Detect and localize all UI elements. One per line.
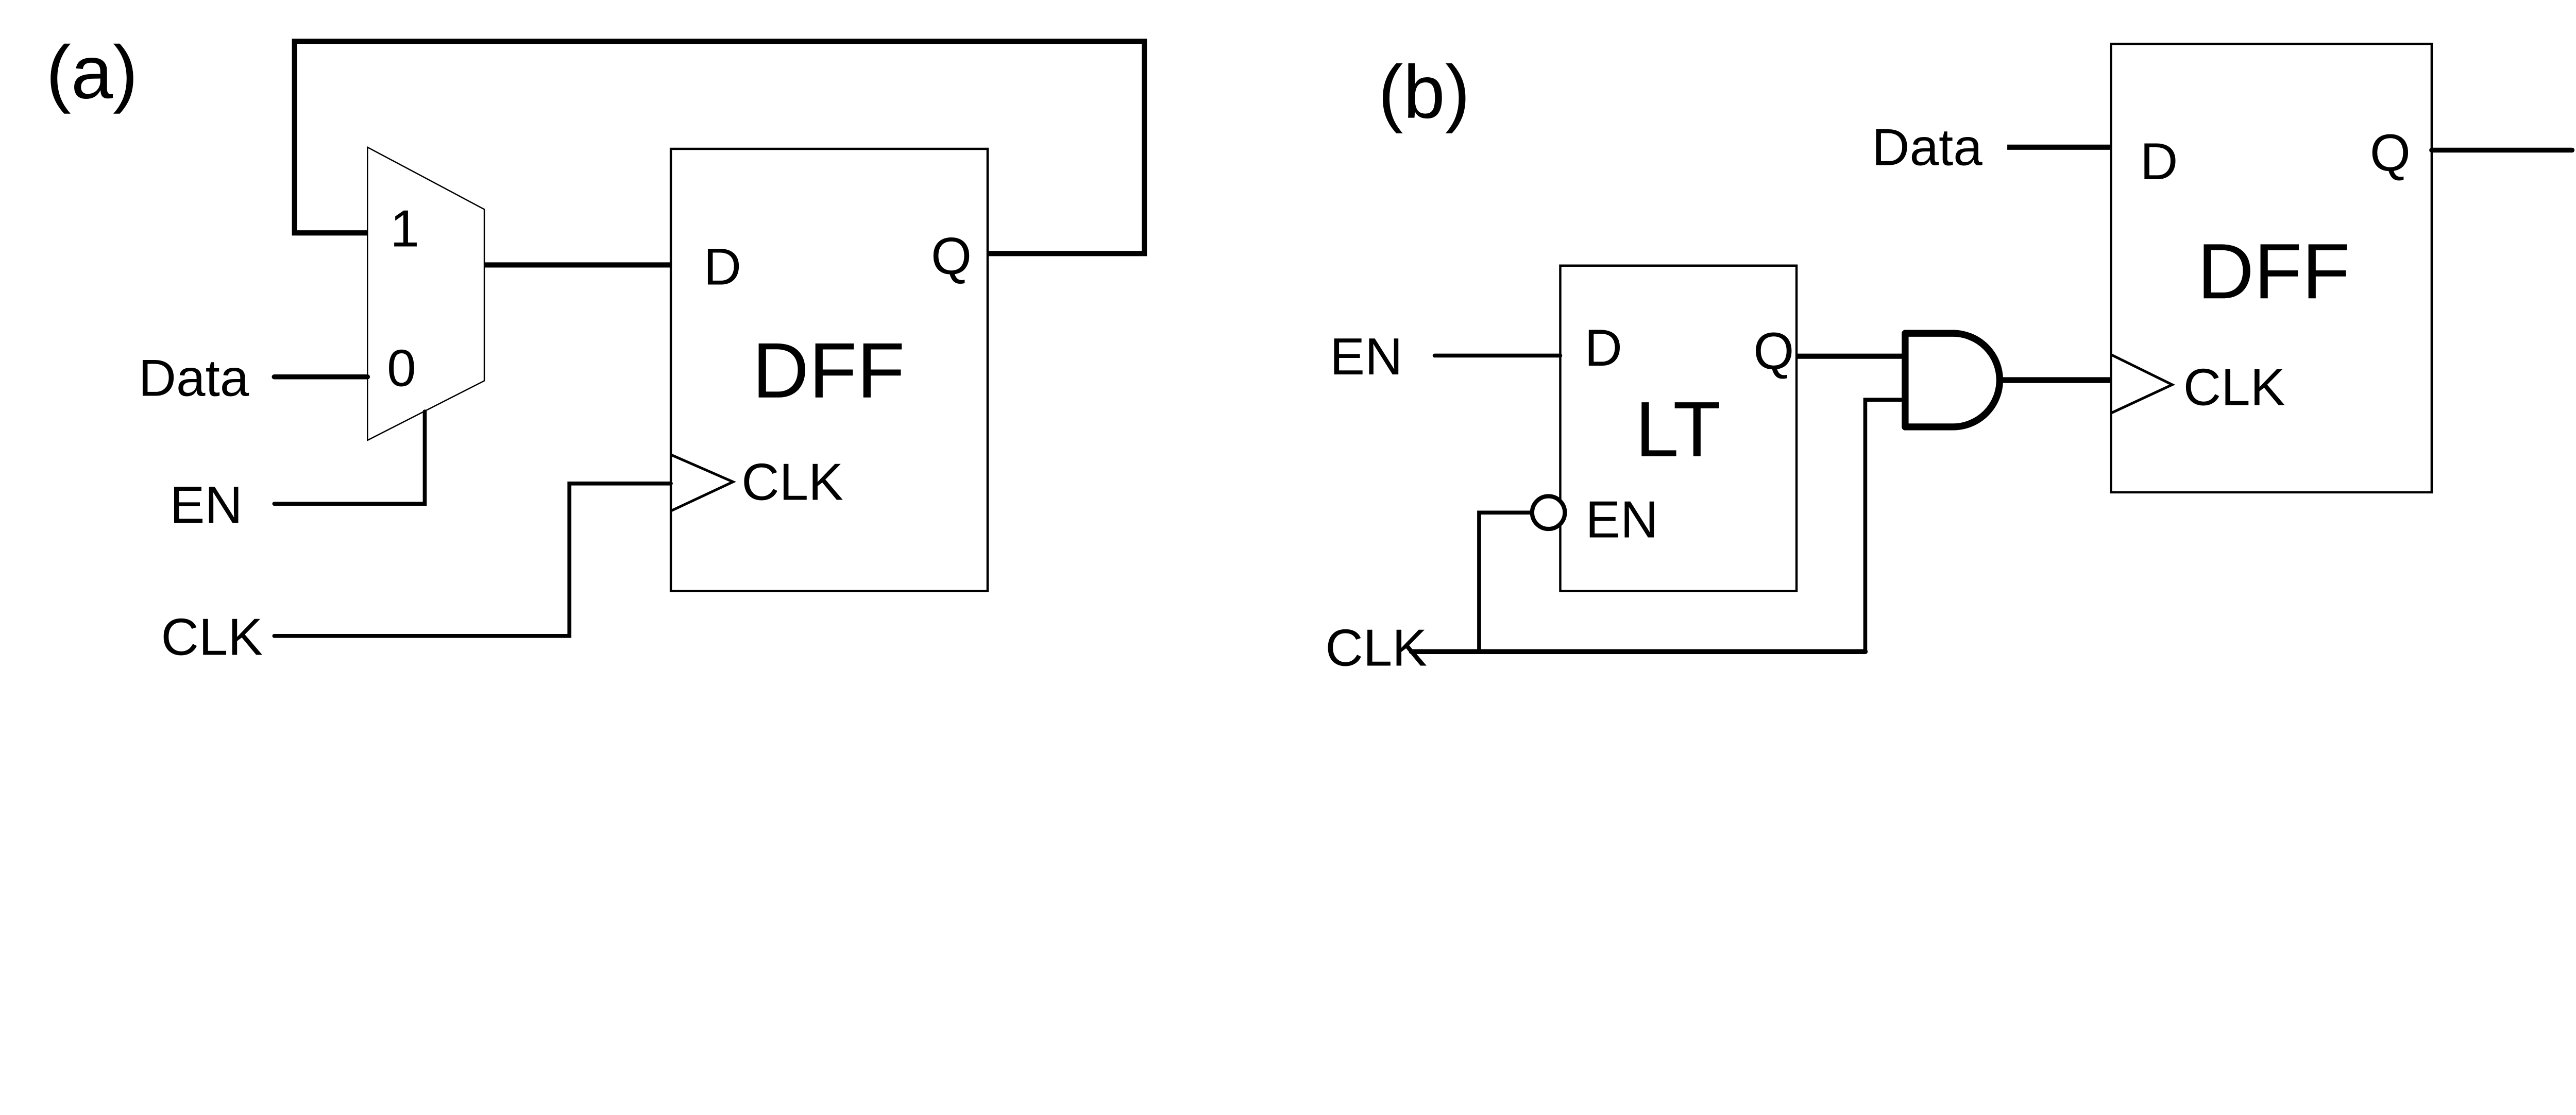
and-lower-input-wire: [1863, 398, 1909, 653]
en-input-label-a: EN: [170, 475, 243, 534]
panel-a-caption: (a): [46, 30, 138, 114]
and-gate: [1902, 330, 2004, 431]
dff-b-name: DFF: [2197, 228, 2350, 315]
panel-a: (a) 1 0 Data EN CLK D Q: [46, 30, 1147, 666]
clock-edge-triangle-icon-b: [2110, 353, 2176, 415]
panel-b-caption: (b): [1378, 50, 1470, 134]
clk-junction-wire: [1477, 510, 1535, 653]
en-input-label-b: EN: [1330, 327, 1402, 386]
data-input-label-b: Data: [1872, 118, 1982, 177]
dff-b-d-port-label: D: [2140, 132, 2178, 191]
inversion-bubble-icon: [1530, 494, 1567, 531]
dff-a-q-port-label: Q: [931, 227, 972, 285]
lt-name: LT: [1635, 386, 1721, 473]
mux: [367, 146, 485, 442]
dff-a-d-port-label: D: [704, 237, 741, 296]
clock-edge-triangle-icon-a: [670, 453, 736, 512]
figure-clock-gating-schematics: (a) 1 0 Data EN CLK D Q: [46, 30, 2575, 677]
lt-d-port-label: D: [1584, 318, 1622, 377]
en-select-wire: [272, 409, 427, 506]
dff-a-name: DFF: [752, 327, 905, 415]
data-input-label-a: Data: [139, 349, 249, 407]
lt-q-port-label: Q: [1753, 321, 1794, 380]
lt-en-port-label: EN: [1585, 490, 1658, 549]
circuit-diagram: (a) 1 0 Data EN CLK D Q: [46, 30, 2575, 677]
dff-b-clk-port-label: CLK: [2183, 357, 2285, 416]
clk-wire-a: [272, 481, 673, 638]
dff-b-box: [2110, 42, 2433, 494]
clk-input-label-a: CLK: [161, 608, 263, 666]
lt-box: [1559, 264, 1798, 592]
mux-input-0-label: 0: [387, 338, 416, 397]
feedback-wire: [292, 38, 1147, 256]
dff-a-box: [669, 147, 989, 592]
clk-input-label-b: CLK: [1325, 619, 1427, 677]
panel-b: (b): [1325, 42, 2575, 677]
dff-a-clk-port-label: CLK: [741, 453, 843, 511]
dff-b-q-port-label: Q: [2370, 124, 2411, 182]
mux-input-1-label: 1: [390, 199, 419, 258]
